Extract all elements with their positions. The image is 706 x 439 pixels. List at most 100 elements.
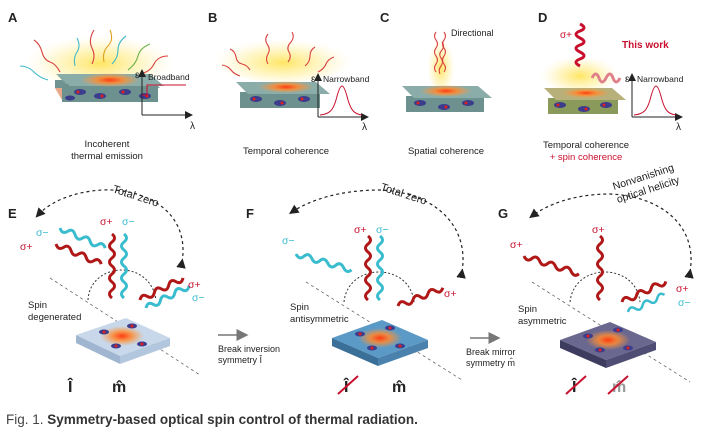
spin-label-line-1: Spin: [28, 300, 47, 311]
thermal-glow: [25, 30, 175, 86]
figure-caption: Fig. 1. Symmetry-based optical spin cont…: [6, 412, 700, 427]
sigma-plus-right: σ+: [444, 288, 457, 300]
sigma-plus-up: σ+: [592, 224, 605, 236]
panel-letter-e: E: [8, 206, 17, 221]
emitter-slab: [332, 320, 428, 366]
panel-b-caption: Temporal coherence: [243, 146, 329, 157]
spin-label-line-1: Spin: [518, 304, 537, 315]
narrowband-plot: ε λ Narrowband: [625, 73, 684, 133]
panel-a-caption-line-1: Incoherent: [85, 139, 130, 150]
panel-letter-g: G: [498, 206, 508, 221]
emission-dome: [87, 269, 157, 301]
panel-letter-b: B: [208, 10, 217, 25]
panel-a-caption-line-2: thermal emission: [71, 151, 143, 162]
emission-dome: [343, 271, 415, 303]
sigma-plus-label: σ+: [560, 30, 572, 41]
panel-c: C Directional Spatial coherence: [380, 10, 494, 157]
helix-right-red: [138, 277, 185, 301]
panel-letter-f: F: [246, 206, 254, 221]
figure-title: Symmetry-based optical spin control of t…: [47, 412, 418, 427]
helicity-arc: [529, 193, 694, 279]
helix-up-red: [364, 234, 372, 302]
symbol-mirror-broken: m̂: [612, 379, 626, 396]
symbol-mirror: m̂: [112, 379, 126, 396]
directional-rays: [433, 31, 447, 75]
broadband-plot: ε λ Broadband: [135, 69, 195, 132]
axis-dashed: [531, 281, 691, 383]
helical-beam-side: [590, 72, 622, 84]
emitter-slab: [76, 318, 170, 364]
emitter-slab: [55, 73, 164, 102]
helix-left-red: [522, 255, 580, 277]
sigma-plus-left: σ+: [510, 239, 523, 251]
panel-a: A: [8, 10, 195, 162]
helix-right-cyan: [626, 292, 666, 313]
total-zero-arc: [35, 189, 186, 269]
emitter-slab: [402, 85, 492, 112]
figure-number: Fig. 1.: [6, 412, 44, 427]
thermal-glow: [213, 34, 353, 82]
strike-icon: [607, 375, 629, 395]
sigma-minus-up: σ−: [376, 224, 389, 236]
directional-label: Directional: [451, 28, 494, 38]
total-zero-arc: [289, 189, 466, 279]
arrow-label-line-2: symmetry Î: [218, 355, 262, 365]
panel-d: D σ+ This work ε λ Narrowband Temporal c…: [538, 10, 684, 163]
helix-left-cyan: [58, 227, 107, 249]
emission-dome: [569, 271, 641, 303]
helix-up-red: [108, 232, 116, 300]
incoherent-rays: [19, 29, 169, 81]
helix-up-red: [596, 234, 604, 302]
sigma-plus-right: σ+: [676, 283, 689, 295]
narrowband-plot: ε λ Narrowband: [311, 73, 370, 133]
plot-lambda-label: λ: [190, 121, 195, 132]
narrowband-label: Narrowband: [637, 74, 684, 84]
arc-label: Total zero: [379, 181, 428, 207]
narrowband-rays: [221, 31, 335, 77]
sigma-plus-up: σ+: [354, 224, 367, 236]
sigma-plus-right: σ+: [188, 279, 201, 291]
plot-lambda-label: λ: [676, 122, 681, 133]
strike-icon: [565, 375, 587, 395]
directional-beam: [427, 32, 455, 92]
panel-f: F Total zero σ− σ+ σ− σ+ Sp: [246, 181, 466, 396]
plot-epsilon-label: ε: [311, 74, 316, 85]
strike-icon: [337, 375, 359, 395]
symbol-inversion: Î: [67, 377, 74, 396]
helix-right-red: [396, 287, 445, 307]
spin-label-line-2: antisymmetric: [290, 314, 349, 325]
sigma-plus-up: σ+: [100, 216, 113, 228]
emitter-slab: [560, 322, 656, 368]
helix-up-cyan: [120, 232, 128, 300]
spin-label-line-2: asymmetric: [518, 316, 567, 327]
panel-e: E Total zero σ+ σ− σ+ σ− σ+ σ−: [8, 183, 205, 396]
sigma-minus-left: σ−: [36, 227, 49, 239]
helix-left-cyan: [294, 253, 353, 274]
panel-c-caption: Spatial coherence: [408, 146, 484, 157]
transition-arrow-fg: Break mirror symmetry m̂: [466, 332, 516, 368]
helical-beam-up: [574, 22, 586, 68]
helix-right-cyan: [144, 285, 191, 309]
panel-letter-a: A: [8, 10, 18, 25]
helix-up-cyan: [376, 234, 384, 302]
sigma-plus-left: σ+: [20, 241, 33, 253]
plot-lambda-label: λ: [362, 122, 367, 133]
arrow-label-line-1: Break inversion: [218, 344, 280, 354]
helix-left-red: [54, 243, 103, 265]
plot-epsilon-label: ε: [135, 70, 140, 81]
narrowband-label: Narrowband: [323, 74, 370, 84]
sigma-minus-right: σ−: [678, 297, 691, 309]
sigma-minus-right: σ−: [192, 292, 205, 304]
this-work-badge: This work: [622, 40, 669, 51]
symbol-mirror: m̂: [392, 379, 406, 396]
transition-arrow-ef: Break inversion symmetry Î: [218, 329, 280, 365]
panel-d-caption-red: + spin coherence: [550, 152, 623, 163]
arrow-label-line-2: symmetry m̂: [466, 358, 515, 368]
helix-right-red: [620, 280, 668, 303]
emitter-slab: [544, 88, 626, 114]
panel-g: G Nonvanishing optical helicity σ+ σ+ σ+…: [498, 162, 694, 396]
panel-letter-d: D: [538, 10, 547, 25]
arrow-label-line-1: Break mirror: [466, 347, 516, 357]
panel-d-caption: Temporal coherence: [543, 140, 629, 151]
spin-label-line-2: degenerated: [28, 312, 81, 323]
